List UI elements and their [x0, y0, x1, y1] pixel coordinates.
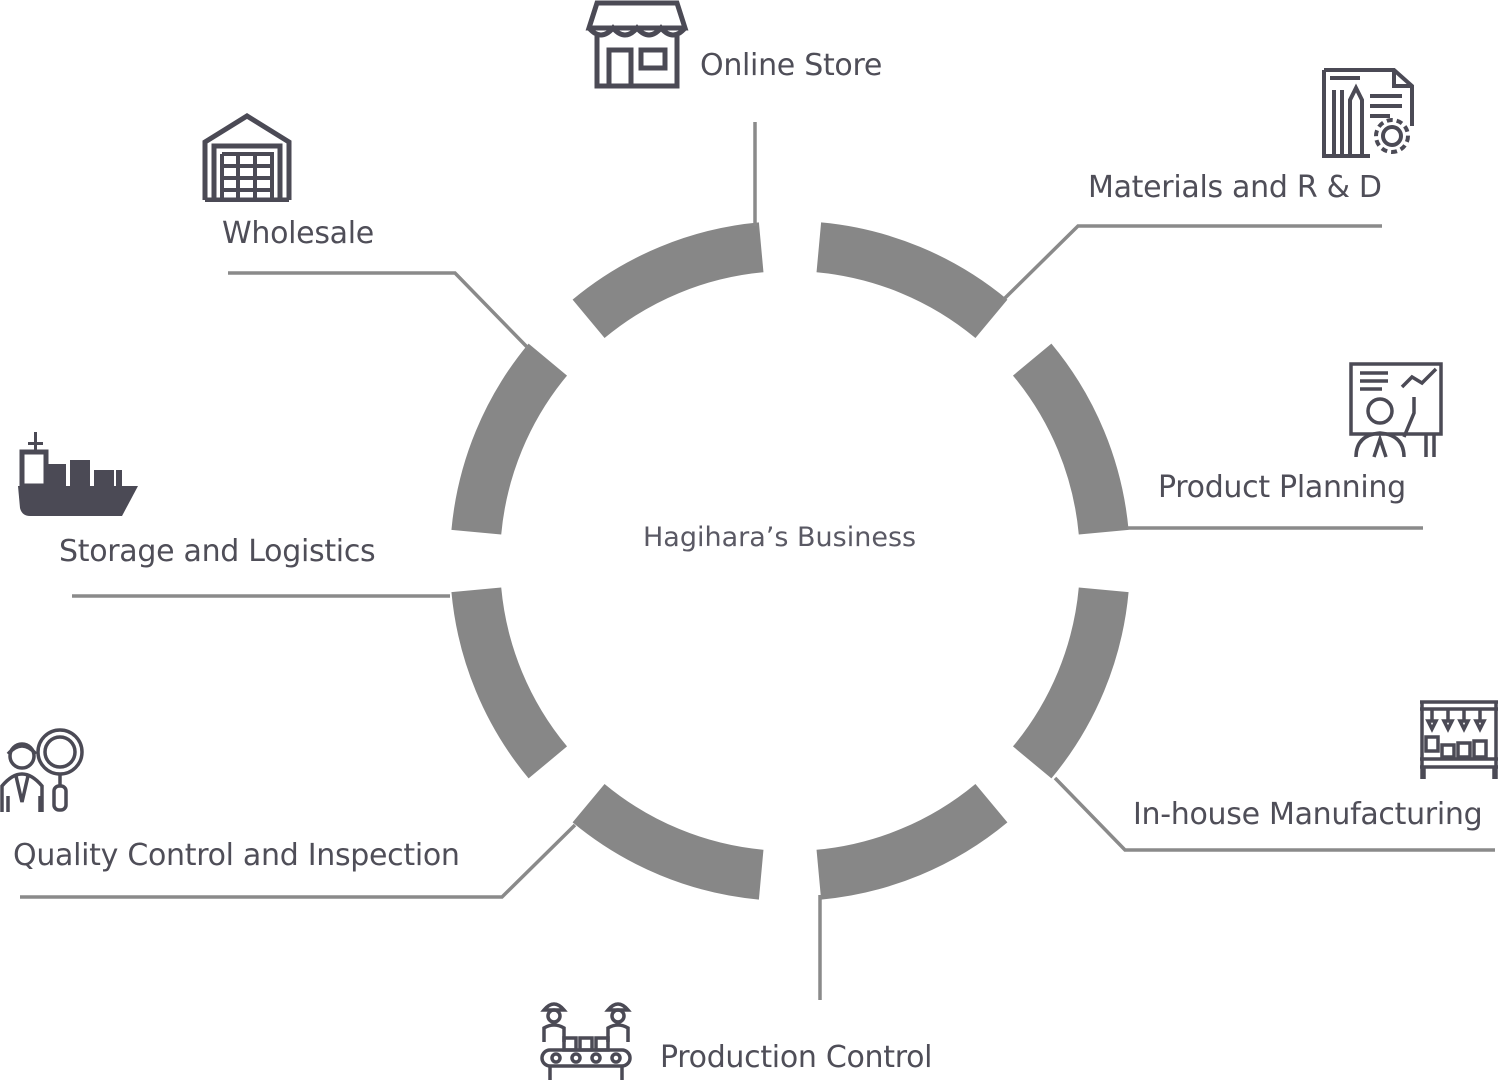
label-in-house-manufacturing: In-house Manufacturing: [1133, 797, 1483, 832]
ring-segment: [572, 222, 764, 339]
connectors: [20, 122, 1495, 1000]
label-online-store: Online Store: [700, 48, 882, 83]
assembly-line-icon: [1418, 699, 1500, 781]
presenter-chart-icon: [1348, 361, 1444, 459]
inspector-magnifier-icon: [0, 726, 88, 814]
blueprint-gear-icon: [1320, 66, 1416, 160]
connector-quality-control: [20, 823, 577, 899]
label-quality-control: Quality Control and Inspection: [13, 838, 460, 873]
warehouse-icon: [200, 112, 294, 202]
business-cycle-ring: [451, 222, 1129, 900]
ring-segment: [1012, 343, 1129, 535]
label-product-planning: Product Planning: [1158, 470, 1406, 505]
connector-wholesale: [228, 271, 530, 350]
ring-segment: [451, 343, 568, 535]
label-materials-rd: Materials and R & D: [1088, 170, 1382, 205]
connector-materials-rd: [1001, 224, 1382, 302]
cargo-ship-icon: [18, 432, 140, 518]
label-production-control: Production Control: [660, 1040, 933, 1075]
label-storage-logistics: Storage and Logistics: [59, 534, 376, 569]
center-title: Hagihara’s Business: [643, 522, 917, 553]
label-wholesale: Wholesale: [222, 216, 374, 251]
connector-in-house-manufacturing: [1053, 776, 1495, 852]
workers-conveyor-icon: [540, 998, 632, 1082]
ring-segment: [572, 783, 764, 900]
ring-segment: [451, 587, 568, 779]
ring-segment: [816, 222, 1008, 339]
ring-segment: [816, 783, 1008, 900]
storefront-icon: [585, 0, 689, 90]
ring-segment: [1012, 587, 1129, 779]
